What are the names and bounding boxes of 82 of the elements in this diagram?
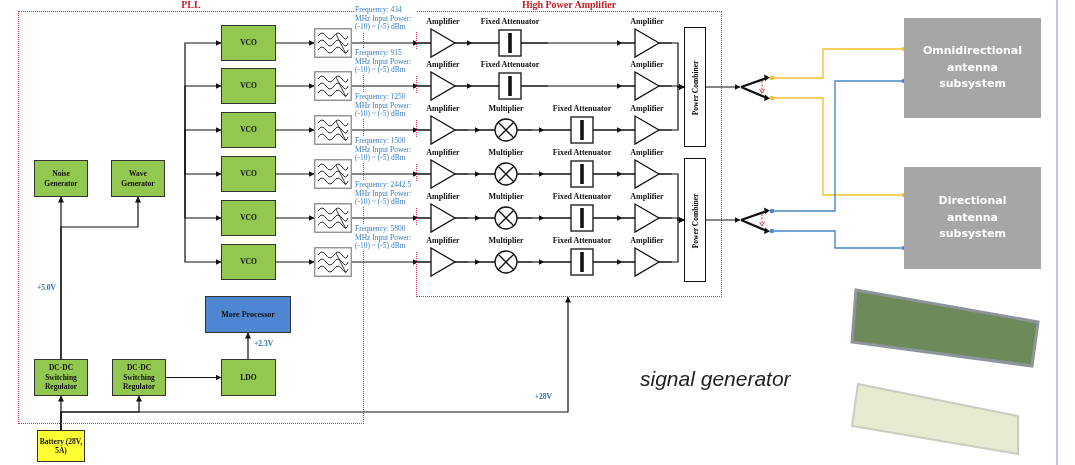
component-label: Fixed Attenuator <box>479 16 541 27</box>
process-box <box>221 156 276 192</box>
arrow <box>531 127 545 133</box>
box-label: Omnidirectional antenna subsystem <box>921 43 1024 93</box>
process-box <box>221 200 276 236</box>
arrow <box>351 171 419 177</box>
photo-caption: signal generator <box>640 366 791 392</box>
arrow <box>547 83 623 89</box>
component-label: Fixed Attenuator <box>479 59 541 70</box>
component-label: Amplifier <box>629 147 665 158</box>
component-label: Multiplier <box>487 235 525 246</box>
component-label: Amplifier <box>425 147 461 158</box>
component-label: Amplifier <box>425 235 461 246</box>
process-box <box>221 112 276 148</box>
arrow <box>467 171 481 177</box>
arrow <box>671 217 685 263</box>
process-box <box>221 244 276 280</box>
component-label: Amplifier <box>629 103 665 114</box>
process-box <box>34 160 88 197</box>
arrow <box>351 83 419 89</box>
component-label: Amplifier <box>425 103 461 114</box>
component-label: Amplifier <box>629 191 665 202</box>
arrow <box>466 83 473 89</box>
process-box <box>34 359 88 396</box>
arrow <box>165 374 222 381</box>
process-box <box>112 359 166 396</box>
component-label: Amplifier <box>629 235 665 246</box>
component-label: Multiplier <box>487 147 525 158</box>
combiner-box <box>684 27 706 147</box>
subsystem-box <box>904 167 1041 269</box>
arrow <box>705 217 741 223</box>
processor-box <box>205 296 291 333</box>
arrow <box>60 296 571 431</box>
arrow <box>616 215 623 221</box>
arrow <box>275 215 315 221</box>
arrow <box>467 127 481 133</box>
arrow <box>467 215 481 221</box>
arrow <box>275 171 315 177</box>
arrow <box>547 40 623 46</box>
arrow <box>351 259 419 265</box>
arrow <box>275 259 315 265</box>
arrow <box>616 127 623 133</box>
arrow <box>531 171 545 177</box>
component-label: Amplifier <box>425 16 461 27</box>
component-label: Fixed Attenuator <box>551 191 613 202</box>
box-label: More Processor <box>221 309 275 320</box>
arrow <box>705 84 741 90</box>
arrow <box>275 40 315 46</box>
arrow <box>275 83 315 89</box>
arrow <box>184 127 222 153</box>
arrow <box>616 171 623 177</box>
arrow <box>531 259 545 265</box>
group-heading: High Power Amplifier <box>520 0 618 10</box>
battery-box <box>37 430 85 462</box>
combiner-box <box>684 158 706 282</box>
arrow <box>467 259 481 265</box>
process-box <box>221 359 276 396</box>
subsystem-box <box>904 18 1041 118</box>
component-label: Amplifier <box>425 191 461 202</box>
arrow <box>616 259 623 265</box>
arrow <box>60 196 141 360</box>
component-label: Fixed Attenuator <box>551 235 613 246</box>
component-label: Amplifier <box>629 59 665 70</box>
component-label: Multiplier <box>487 191 525 202</box>
component-label: Multiplier <box>487 103 525 114</box>
arrow <box>671 84 685 131</box>
process-box <box>111 160 165 197</box>
box-label: Directional antenna subsystem <box>937 193 1008 243</box>
process-box <box>221 25 276 61</box>
arrow <box>351 215 419 221</box>
component-label: Amplifier <box>425 59 461 70</box>
arrow <box>184 151 222 265</box>
arrow <box>531 215 545 221</box>
arrow <box>275 127 315 133</box>
arrow <box>351 127 419 133</box>
process-box <box>221 68 276 104</box>
arrow <box>351 40 419 46</box>
component-label: Fixed Attenuator <box>551 103 613 114</box>
arrow <box>466 40 473 46</box>
component-label: Fixed Attenuator <box>551 147 613 158</box>
component-label: Amplifier <box>629 16 665 27</box>
arrow <box>245 332 251 360</box>
